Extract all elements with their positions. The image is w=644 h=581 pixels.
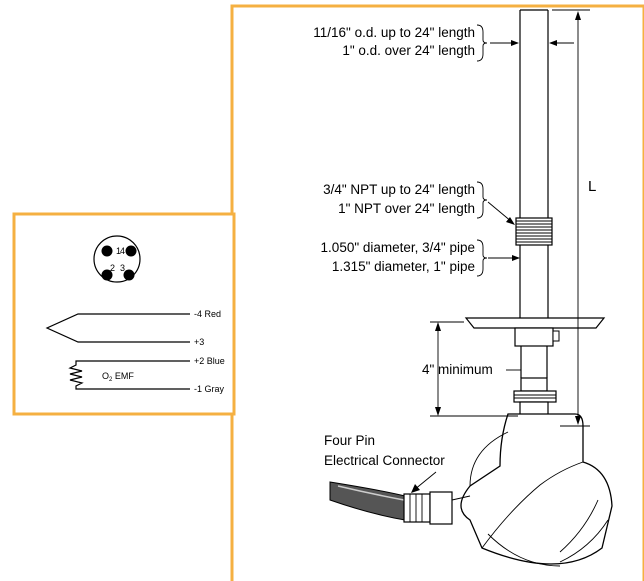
npt-thread <box>515 217 553 246</box>
plus3-label: +3 <box>194 337 204 347</box>
pipe-line-2: 1.315" diameter, 1" pipe <box>332 259 475 274</box>
length-dimension <box>552 9 590 427</box>
pin-2-label: 2 <box>110 263 115 273</box>
diameter-arrows <box>490 40 574 46</box>
thermocouple-junction-icon <box>45 313 190 343</box>
connector-line-1: Four Pin <box>324 433 375 448</box>
connector-pin-face-icon: 1 4 2 3 <box>93 235 141 283</box>
pin-3-label: 3 <box>120 263 125 273</box>
npt-line-1: 3/4" NPT up to 24" length <box>323 182 475 197</box>
compression-fitting <box>514 327 560 378</box>
head-fittings <box>513 377 557 417</box>
pin-1-label: 1 <box>116 246 121 256</box>
flange <box>464 317 606 329</box>
length-label: L <box>588 178 596 195</box>
minimum-dimension <box>430 321 521 417</box>
od-line-1: 11/16" o.d. up to 24" length <box>313 25 475 40</box>
od-brace <box>476 24 488 62</box>
pipe-line-1: 1.050" diameter, 3/4" pipe <box>321 240 475 255</box>
blue-wire-label: +2 Blue <box>194 356 225 366</box>
npt-brace <box>476 181 488 219</box>
connector-arrow <box>411 471 437 493</box>
pipe-brace <box>476 239 488 277</box>
od-line-2: 1" o.d. over 24" length <box>342 43 475 58</box>
gray-wire-label: -1 Gray <box>194 384 225 394</box>
red-wire-label: -4 Red <box>194 309 221 319</box>
cable-connector <box>329 481 471 525</box>
resistor-zigzag-icon <box>68 360 190 390</box>
wiring-inset: 1 4 2 3 -4 Red +3 +2 Blue -1 Gray O2 EMF <box>12 212 236 416</box>
probe-tube <box>519 9 549 218</box>
pipe-arrow <box>488 255 520 261</box>
npt-line-2: 1" NPT over 24" length <box>338 201 475 216</box>
npt-arrow <box>487 201 515 225</box>
pipe-section <box>519 245 549 318</box>
connection-head <box>460 413 613 567</box>
o2-emf-label: O2 EMF <box>102 371 134 383</box>
minimum-label: 4" minimum <box>422 362 493 377</box>
pin-4-label: 4 <box>120 246 125 256</box>
connector-line-2: Electrical Connector <box>324 453 445 468</box>
